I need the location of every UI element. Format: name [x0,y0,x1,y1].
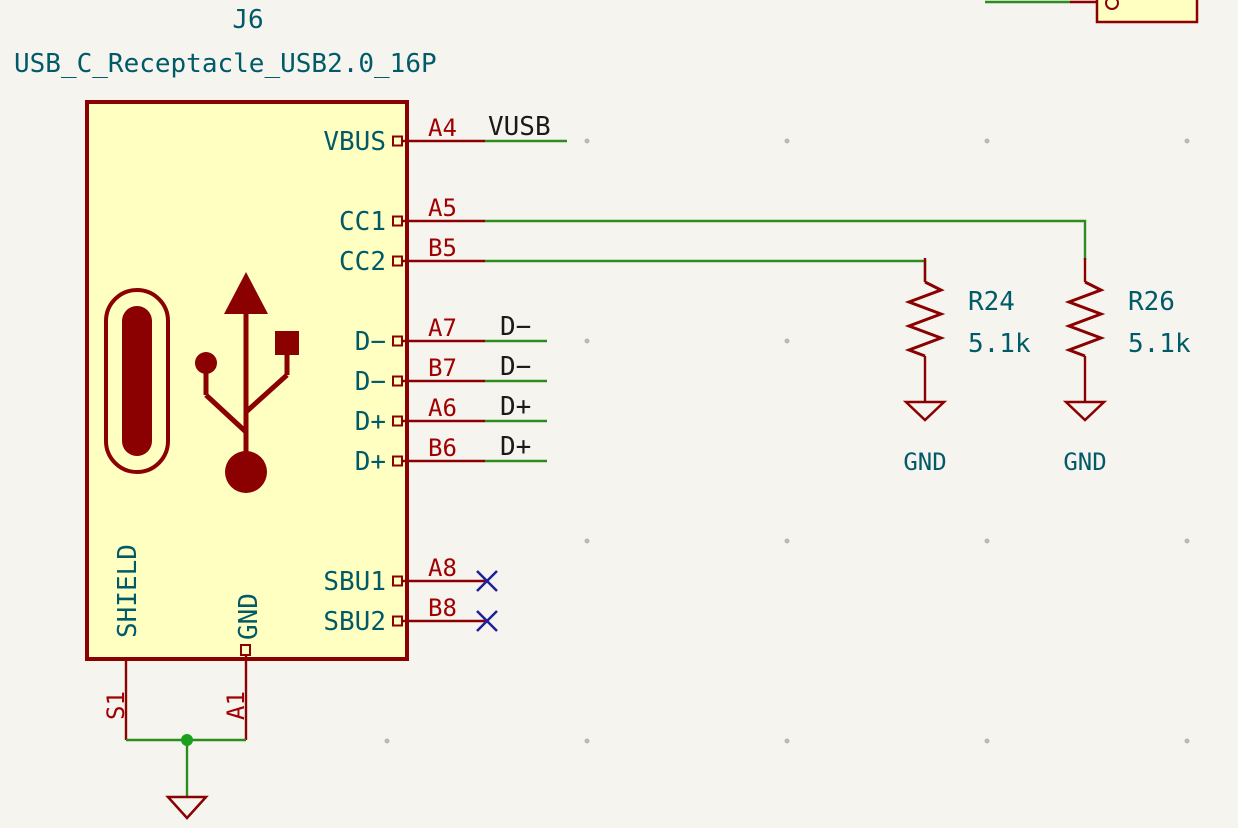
junction-dot [181,734,193,746]
ground-symbol-icon [165,795,209,820]
connector-pin[interactable]: CC2 B5 [339,234,485,277]
ground-label: GND [903,448,946,476]
cc-wiring[interactable] [485,219,1087,282]
usb-c-port-icon [104,288,170,474]
no-connect-icon [476,570,498,592]
bottom-pin-gnd[interactable]: GND A1 [222,593,264,740]
pin-number-a1: A1 [222,691,250,720]
pin-name: D− [355,327,386,357]
net-label: D+ [500,392,531,422]
net-label: D− [500,312,531,342]
connector-pin[interactable]: SBU1 A8 [323,554,498,597]
connector-pin[interactable]: D+ A6 D+ [355,392,547,437]
pin-name: CC2 [339,247,386,277]
resistor-r26[interactable]: R26 5.1k GND [1062,258,1191,476]
pin-name-shield: SHIELD [113,544,143,638]
connector-pin[interactable]: VBUS A4 VUSB [323,112,567,157]
no-connect-icon [476,610,498,632]
connector-value: USB_C_Receptacle_USB2.0_16P [14,49,437,79]
pin-number: B6 [428,434,457,462]
pin-name: VBUS [323,127,386,157]
pin-name: CC1 [339,207,386,237]
pin-number: A4 [428,114,457,142]
net-label: VUSB [488,112,551,142]
pin-number: A8 [428,554,457,582]
connector-pin[interactable]: D+ B6 D+ [355,432,547,477]
bottom-pin-shield[interactable]: SHIELD S1 [102,544,143,740]
net-label: D− [500,352,531,382]
connector-pin[interactable]: D− A7 D− [355,312,547,357]
grid-points [384,138,1190,744]
ground-symbol-icon [1062,400,1108,422]
pin-number: B8 [428,594,457,622]
net-label: D+ [500,432,531,462]
pin-name: SBU2 [323,607,386,637]
resistor-r24[interactable]: R24 5.1k GND [902,258,1031,476]
usb-trident-icon [195,272,299,493]
connector-pin[interactable]: SBU2 B8 [323,594,498,637]
pin-number-s1: S1 [102,691,130,720]
connector-pin[interactable]: CC1 A5 [339,194,485,237]
connector-reference: J6 [232,5,263,35]
pin-name-gnd: GND [234,593,264,640]
partial-component-top-right [985,0,1199,24]
pin-number: B5 [428,234,457,262]
pin-name: D+ [355,447,386,477]
pin-number: A5 [428,194,457,222]
pin-number: A7 [428,314,457,342]
resistor-reference: R24 [968,287,1015,317]
pin-number: B7 [428,354,457,382]
pin-name: SBU1 [323,567,386,597]
ground-label: GND [1063,448,1106,476]
ground-symbol-icon [902,400,948,422]
pin-name: D− [355,367,386,397]
connector-pin[interactable]: D− B7 D− [355,352,547,397]
resistor-value: 5.1k [968,329,1031,359]
resistor-value: 5.1k [1128,329,1191,359]
shield-gnd-wiring[interactable] [126,734,246,820]
resistor-reference: R26 [1128,287,1175,317]
pin-number: A6 [428,394,457,422]
pin-name: D+ [355,407,386,437]
